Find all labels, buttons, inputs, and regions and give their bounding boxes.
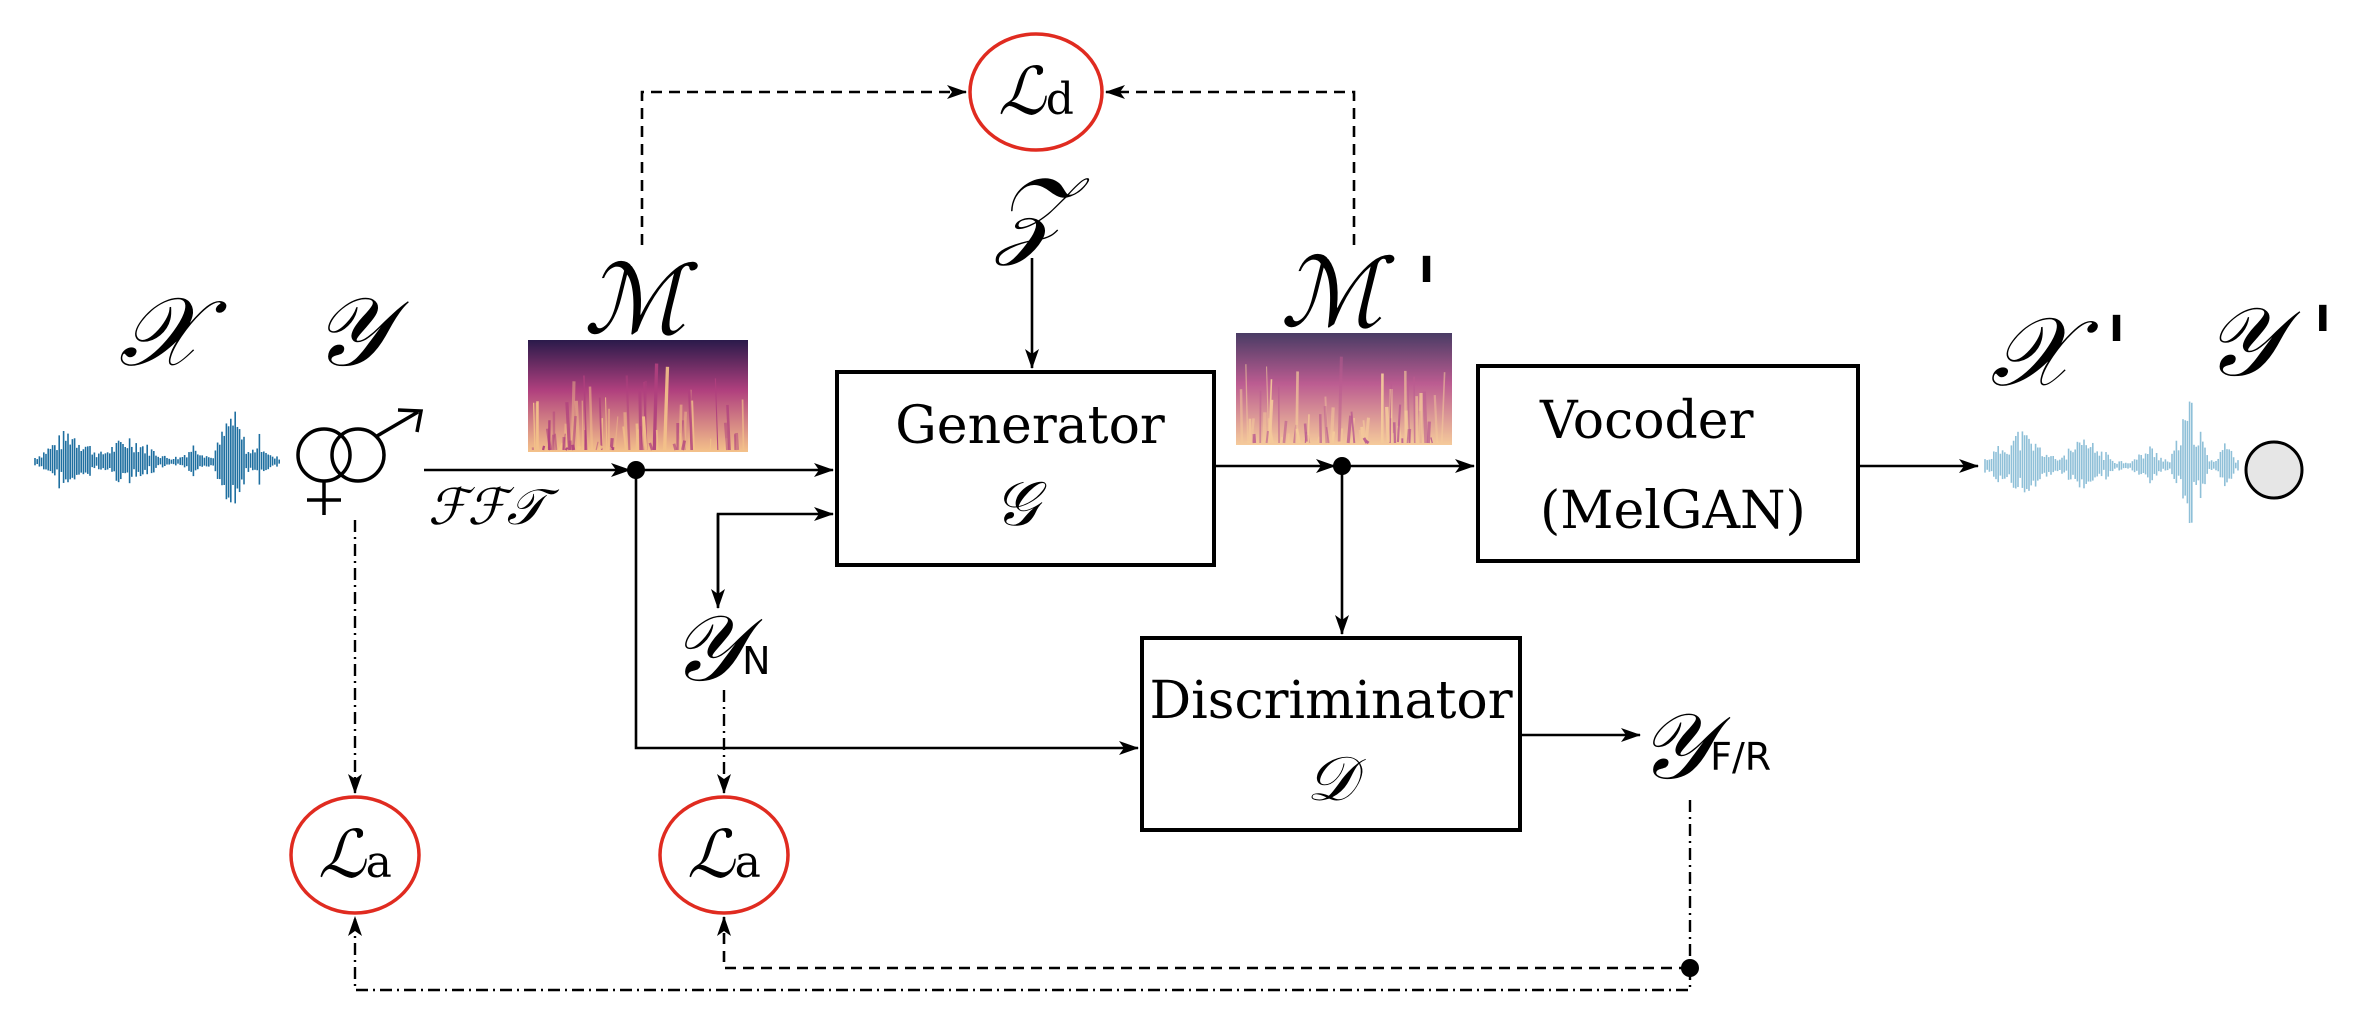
loss-ld-circle <box>968 32 1104 152</box>
generator-label: Generator <box>895 396 1165 456</box>
neutral-gender-icon <box>2244 440 2304 500</box>
dashed-connections <box>640 85 1690 970</box>
loss-la-left-circle <box>289 795 421 915</box>
discriminator-label: Discriminator <box>1149 671 1512 731</box>
x-output-symbol: 𝒳 ' <box>1990 296 2129 408</box>
vocoder-label: Vocoder <box>1539 391 1754 451</box>
x-input-symbol: 𝒳 <box>119 276 228 388</box>
vocoder-sublabel: (MelGAN) <box>1540 481 1806 541</box>
spectrogram-m-icon <box>528 340 748 452</box>
y-output-symbol: 𝒴 ' <box>2204 286 2336 398</box>
loss-ld-label: ℒd <box>998 53 1074 130</box>
generator-block <box>835 370 1216 567</box>
fft-label: ℱℱ𝒯 <box>428 478 560 536</box>
loss-la-mid-circle <box>658 795 790 915</box>
y-fr-symbol: 𝒴F/R <box>1638 693 1771 800</box>
vocoder-block <box>1476 364 1860 563</box>
input-waveform-icon <box>34 411 281 504</box>
discriminator-block <box>1140 636 1522 832</box>
y-n-symbol: 𝒴N <box>670 595 771 702</box>
z-symbol: 𝒵 <box>993 156 1090 268</box>
m-prime-symbol: ℳ ' <box>1280 237 1440 349</box>
loss-la-left-label: ℒa <box>318 816 392 893</box>
gender-male-female-icon <box>296 408 424 515</box>
solid-connections <box>424 258 1979 755</box>
dashdot-connections <box>348 520 1699 992</box>
spectrogram-m-prime-icon <box>1236 333 1452 445</box>
loss-la-mid-label: ℒa <box>687 816 761 893</box>
output-waveform-icon <box>1984 401 2239 524</box>
m-symbol: ℳ <box>584 244 699 356</box>
y-input-symbol: 𝒴 <box>312 276 409 388</box>
